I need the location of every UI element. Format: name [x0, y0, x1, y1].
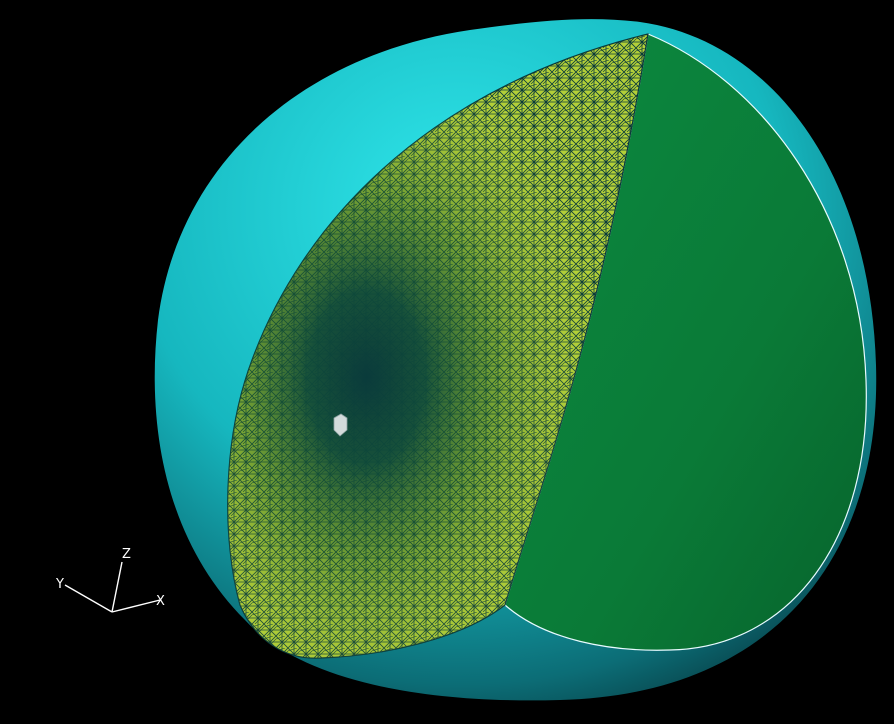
axis-label-y: Y — [55, 577, 64, 592]
axis-label-x: X — [156, 594, 165, 609]
x-axis-line — [111, 599, 161, 613]
z-axis-line — [111, 561, 123, 613]
axis-triad: Y Z X — [55, 547, 165, 613]
y-axis-line — [64, 584, 113, 613]
center-object[interactable] — [333, 413, 348, 437]
volume-mesh-section[interactable] — [227, 33, 649, 659]
axis-label-z: Z — [122, 547, 131, 562]
